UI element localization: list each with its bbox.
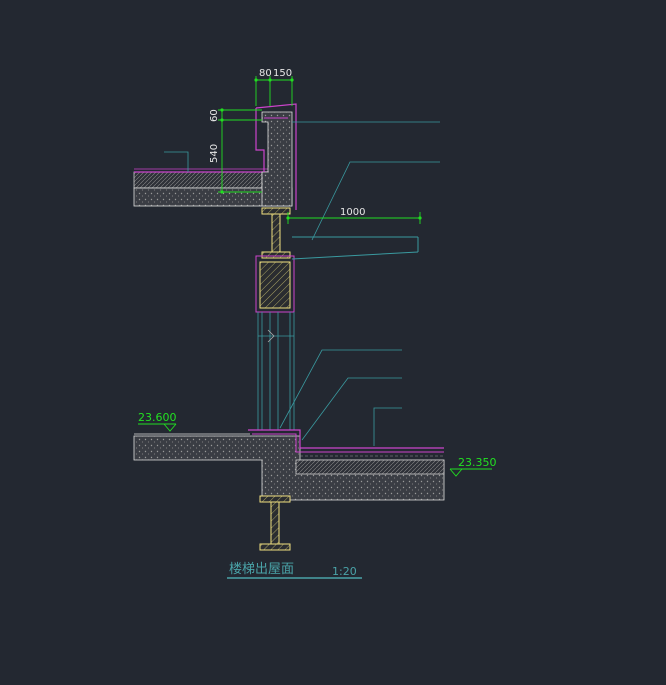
lower-steel-beam [259, 495, 291, 551]
leader-lines [164, 121, 440, 446]
level-lower-text: 23.350 [458, 456, 497, 469]
upper-steel-beam [261, 207, 291, 259]
drawing-title: 楼梯出屋面 [229, 562, 294, 577]
drawing-title-block: 楼梯出屋面 1:20 [227, 562, 362, 579]
level-marker-upper: 23.600 [138, 411, 177, 432]
wall-block [255, 255, 295, 313]
drawing-scale: 1:20 [332, 565, 357, 578]
lower-floor-slab [133, 429, 445, 501]
canopy [291, 236, 419, 260]
dim-60: 60 [209, 109, 220, 122]
upper-parapet [255, 103, 297, 210]
dim-150: 150 [273, 68, 292, 79]
glazing [257, 312, 295, 430]
level-upper-text: 23.600 [138, 411, 177, 424]
dim-540: 540 [209, 144, 220, 163]
dimension-ticks [220, 78, 422, 220]
level-marker-lower: 23.350 [449, 456, 497, 477]
dim-80: 80 [259, 68, 272, 79]
dim-1000: 1000 [340, 207, 365, 218]
